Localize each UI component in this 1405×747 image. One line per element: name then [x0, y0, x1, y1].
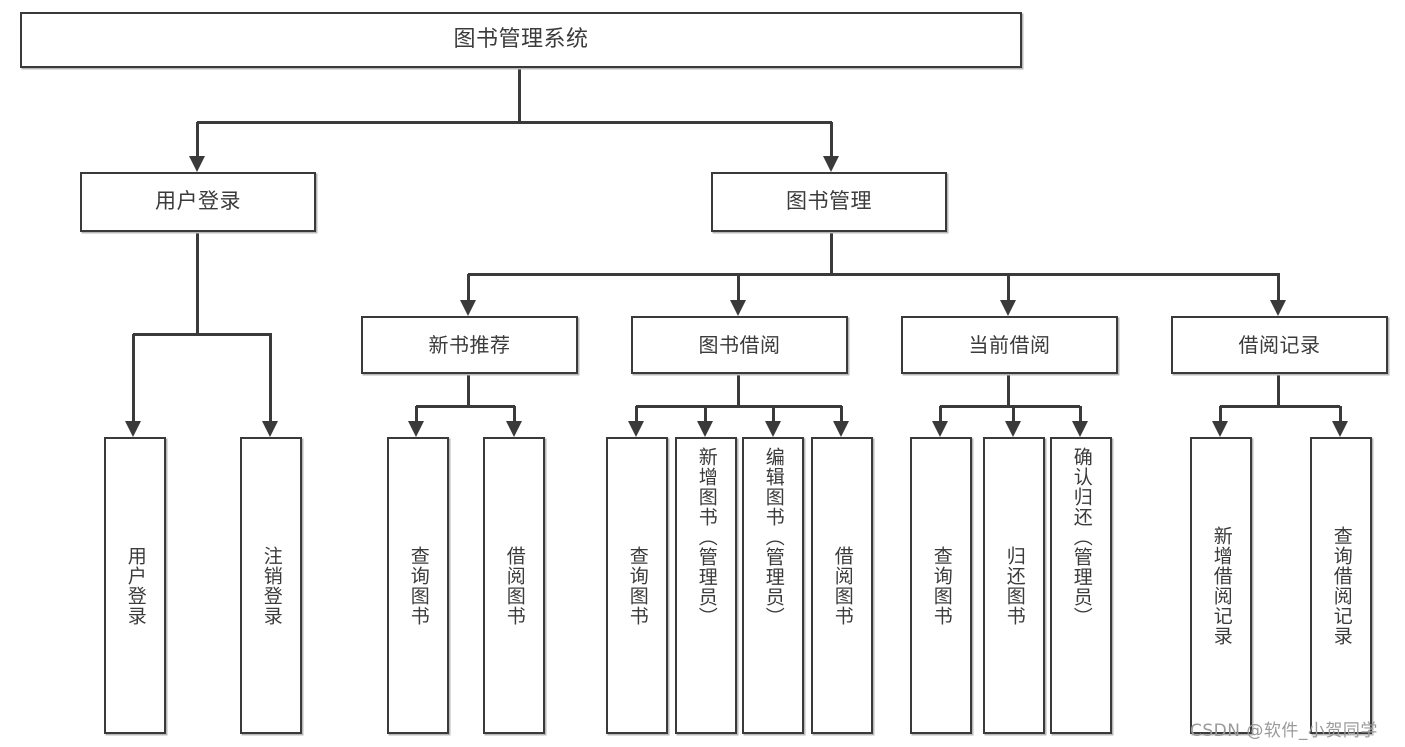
node-leaf-borrow-book-1[interactable]: 借阅图书 [483, 437, 545, 734]
arrowhead-icon [1072, 421, 1088, 437]
node-book-manage[interactable]: 图书管理 [711, 172, 947, 232]
node-leaf-query-book-1-label: 查询图书 [407, 545, 430, 626]
connector-group-new-book-recommend-bus [416, 404, 515, 408]
connector-group-borrow-record-stem [1276, 374, 1280, 407]
arrowhead-icon [460, 300, 476, 316]
connector-vertical [512, 406, 516, 423]
connector-login-stem [195, 232, 199, 335]
node-user-login-label: 用户登录 [155, 189, 241, 214]
node-leaf-user-login-label: 用户登录 [124, 545, 147, 626]
connector-vertical [195, 122, 199, 158]
node-leaf-confirm-return-label: 确认归还（管理员） [1070, 447, 1093, 627]
arrowhead-icon [125, 421, 141, 437]
arrowhead-icon [765, 421, 781, 437]
node-leaf-edit-book-label: 编辑图书（管理员） [762, 447, 785, 627]
arrowhead-icon [1332, 421, 1348, 437]
node-leaf-borrow-book-2-label: 借阅图书 [831, 545, 854, 626]
connector-vertical [1338, 406, 1342, 423]
node-book-borrow[interactable]: 图书借阅 [631, 316, 848, 374]
connector-group-new-book-recommend-stem [466, 374, 470, 407]
connector-group-book-borrow-stem [736, 374, 740, 407]
connector-manage-bus [468, 272, 1280, 276]
node-leaf-query-book-2-label: 查询图书 [626, 545, 649, 626]
arrowhead-icon [1212, 421, 1228, 437]
connector-root-stem [517, 68, 521, 123]
arrowhead-icon [408, 421, 424, 437]
node-leaf-borrow-book-1-label: 借阅图书 [503, 545, 526, 626]
node-leaf-query-record[interactable]: 查询借阅记录 [1310, 437, 1372, 734]
node-root[interactable]: 图书管理系统 [20, 12, 1022, 68]
node-leaf-edit-book[interactable]: 编辑图书（管理员） [742, 437, 804, 734]
connector-vertical [1011, 406, 1015, 423]
connector-vertical [466, 274, 470, 302]
node-leaf-query-book-3-label: 查询图书 [930, 545, 953, 626]
node-leaf-return-book[interactable]: 归还图书 [983, 437, 1045, 734]
connector-vertical [1078, 406, 1082, 423]
connector-vertical [736, 274, 740, 302]
node-leaf-user-logout[interactable]: 注销登录 [240, 437, 302, 734]
arrowhead-icon [262, 421, 278, 437]
arrowhead-icon [833, 421, 849, 437]
connector-vertical [414, 406, 418, 423]
node-leaf-add-record[interactable]: 新增借阅记录 [1190, 437, 1252, 734]
node-leaf-borrow-book-2[interactable]: 借阅图书 [811, 437, 873, 734]
arrowhead-icon [730, 300, 746, 316]
node-new-book-recommend[interactable]: 新书推荐 [361, 316, 578, 374]
node-leaf-add-book[interactable]: 新增图书（管理员） [675, 437, 737, 734]
csdn-watermark: CSDN @软件_小贺同学 [1190, 721, 1378, 741]
arrowhead-icon [1005, 421, 1021, 437]
arrowhead-icon [1000, 300, 1016, 316]
arrowhead-icon [628, 421, 644, 437]
connector-vertical [703, 406, 707, 423]
arrowhead-icon [1270, 300, 1286, 316]
node-borrow-record-label: 借阅记录 [1238, 332, 1321, 357]
connector-group-borrow-record-bus [1220, 404, 1340, 408]
node-new-book-recommend-label: 新书推荐 [428, 332, 511, 357]
node-leaf-query-record-label: 查询借阅记录 [1330, 525, 1353, 646]
connector-vertical [268, 334, 272, 423]
node-borrow-record[interactable]: 借阅记录 [1171, 316, 1388, 374]
node-root-label: 图书管理系统 [453, 26, 589, 52]
node-user-login[interactable]: 用户登录 [80, 172, 316, 232]
connector-vertical [938, 406, 942, 423]
node-current-borrow-label: 当前借阅 [968, 332, 1051, 357]
node-leaf-query-book-3[interactable]: 查询图书 [910, 437, 972, 734]
arrowhead-icon [932, 421, 948, 437]
node-leaf-query-book-2[interactable]: 查询图书 [606, 437, 668, 734]
arrowhead-icon [506, 421, 522, 437]
node-leaf-query-book-1[interactable]: 查询图书 [387, 437, 449, 734]
node-leaf-add-record-label: 新增借阅记录 [1210, 525, 1233, 646]
arrowhead-icon [697, 421, 713, 437]
connector-vertical [1276, 274, 1280, 302]
node-book-borrow-label: 图书借阅 [698, 332, 781, 357]
connector-vertical [1006, 274, 1010, 302]
connector-vertical [634, 406, 638, 423]
node-leaf-confirm-return[interactable]: 确认归还（管理员） [1050, 437, 1112, 734]
connector-group-current-borrow-stem [1006, 374, 1010, 407]
node-leaf-user-logout-label: 注销登录 [260, 545, 283, 626]
connector-group-current-borrow-bus [940, 404, 1080, 408]
connector-vertical [131, 334, 135, 423]
arrowhead-icon [189, 156, 205, 172]
connector-vertical [839, 406, 843, 423]
node-leaf-return-book-label: 归还图书 [1003, 545, 1026, 626]
connector-root-bus [197, 120, 832, 124]
connector-group-book-borrow-bus [636, 404, 842, 408]
node-book-manage-label: 图书管理 [786, 189, 872, 214]
connector-vertical [771, 406, 775, 423]
connector-login-bus [133, 332, 272, 336]
node-leaf-add-book-label: 新增图书（管理员） [695, 447, 718, 627]
node-leaf-user-login[interactable]: 用户登录 [104, 437, 166, 734]
connector-vertical [1218, 406, 1222, 423]
connector-vertical [829, 122, 833, 158]
arrowhead-icon [823, 156, 839, 172]
connector-manage-stem [829, 232, 833, 275]
node-current-borrow[interactable]: 当前借阅 [901, 316, 1118, 374]
